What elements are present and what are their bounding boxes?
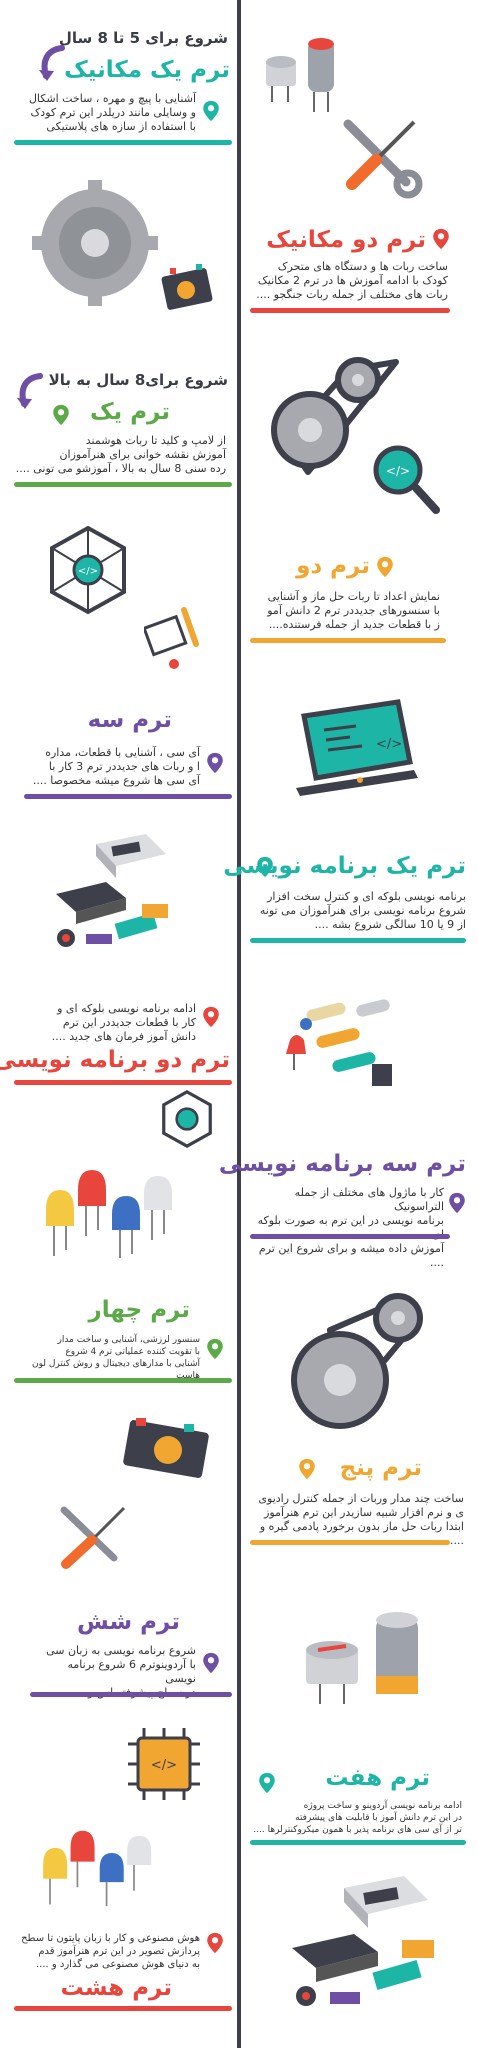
brush-underline bbox=[14, 140, 232, 145]
location-pin-icon bbox=[259, 1772, 275, 1794]
section-title: ترم دو برنامه نویسی bbox=[0, 1047, 230, 1073]
location-pin-icon bbox=[433, 228, 449, 250]
location-pin-icon bbox=[449, 1192, 465, 1214]
location-pin-icon bbox=[377, 556, 393, 578]
section-title: ترم هشت bbox=[60, 1975, 172, 2001]
brush-underline bbox=[250, 1234, 450, 1239]
brush-underline bbox=[14, 482, 232, 487]
location-pin-icon bbox=[257, 856, 273, 878]
svg-text:</>: </> bbox=[151, 1758, 177, 1773]
section-heading: شروع برای 5 تا 8 سال bbox=[58, 29, 228, 47]
location-pin-icon bbox=[203, 1006, 219, 1028]
brush-underline bbox=[250, 1840, 466, 1845]
led-lights-illustration bbox=[43, 1830, 152, 1907]
chip-code-illustration: </> bbox=[128, 1728, 200, 1800]
center-divider bbox=[237, 0, 241, 2048]
laptop-code-illustration: </> bbox=[296, 699, 418, 796]
brush-underline bbox=[14, 1080, 232, 1085]
belt-pulley-illustration bbox=[291, 1293, 423, 1429]
battery-illustration bbox=[123, 1418, 209, 1478]
brush-underline bbox=[30, 1692, 232, 1697]
battery-illustration bbox=[161, 264, 213, 310]
section-title: ترم یک bbox=[90, 399, 170, 425]
brush-underline bbox=[250, 1540, 450, 1545]
svg-text:</>: </> bbox=[376, 737, 402, 752]
location-pin-icon bbox=[207, 1338, 223, 1360]
section-description: کار با ماژول های مختلف از جمله التراسونی… bbox=[257, 1186, 444, 1269]
ic-components-illustration bbox=[56, 834, 168, 947]
section-title: ترم دو bbox=[296, 553, 370, 579]
location-pin-icon bbox=[203, 1652, 219, 1674]
wrench-screwdriver-illustration bbox=[60, 1506, 126, 1569]
network-chip-illustration bbox=[162, 1090, 212, 1148]
location-pin-icon bbox=[207, 752, 223, 774]
section-heading: شروع برای8 سال به بالا bbox=[48, 371, 228, 389]
section-title: ترم هفت bbox=[325, 1765, 430, 1791]
location-pin-icon bbox=[207, 1932, 223, 1954]
brush-underline bbox=[250, 638, 446, 643]
section-title: ترم یک مکانیک bbox=[64, 57, 230, 83]
brush-underline bbox=[250, 308, 450, 313]
svg-text:</>: </> bbox=[78, 566, 98, 577]
led-tool-illustration bbox=[144, 607, 199, 669]
resistors-diode-illustration bbox=[286, 999, 392, 1086]
location-pin-icon bbox=[203, 100, 219, 122]
section-title: ترم پنج bbox=[339, 1455, 422, 1481]
wrench-screwdriver-illustration bbox=[343, 119, 423, 199]
ic-components-illustration bbox=[292, 1876, 434, 2006]
curved-arrow-icon bbox=[17, 373, 43, 409]
section-title: ترم چهار bbox=[88, 1297, 190, 1323]
location-pin-icon bbox=[299, 1458, 315, 1480]
gear-illustration bbox=[32, 180, 158, 306]
belt-pulley-magnifier-illustration: </> bbox=[271, 357, 440, 514]
section-title: ترم سه برنامه نویسی bbox=[218, 1151, 466, 1177]
section-title: ترم یک برنامه نویسی bbox=[223, 853, 466, 879]
brush-underline bbox=[14, 1378, 232, 1383]
location-pin-icon bbox=[53, 404, 69, 426]
curved-arrow-icon bbox=[39, 45, 65, 81]
section-description: ساخت چند مدار وربات از جمله کنترل رادیوی… bbox=[258, 1492, 464, 1547]
brush-underline bbox=[24, 794, 232, 799]
led-lights-illustration bbox=[46, 1170, 172, 1258]
section-title: ترم سه bbox=[87, 707, 172, 733]
section-title: ترم دو مکانیک bbox=[266, 227, 426, 253]
brush-underline bbox=[250, 938, 466, 943]
brush-underline bbox=[14, 2006, 232, 2011]
capacitor-illustration bbox=[306, 1612, 418, 1704]
network-chip-illustration: </> bbox=[50, 525, 126, 615]
section-title: ترم شش bbox=[77, 1609, 180, 1635]
svg-text:</>: </> bbox=[386, 464, 410, 478]
capacitor-illustration bbox=[266, 38, 334, 112]
